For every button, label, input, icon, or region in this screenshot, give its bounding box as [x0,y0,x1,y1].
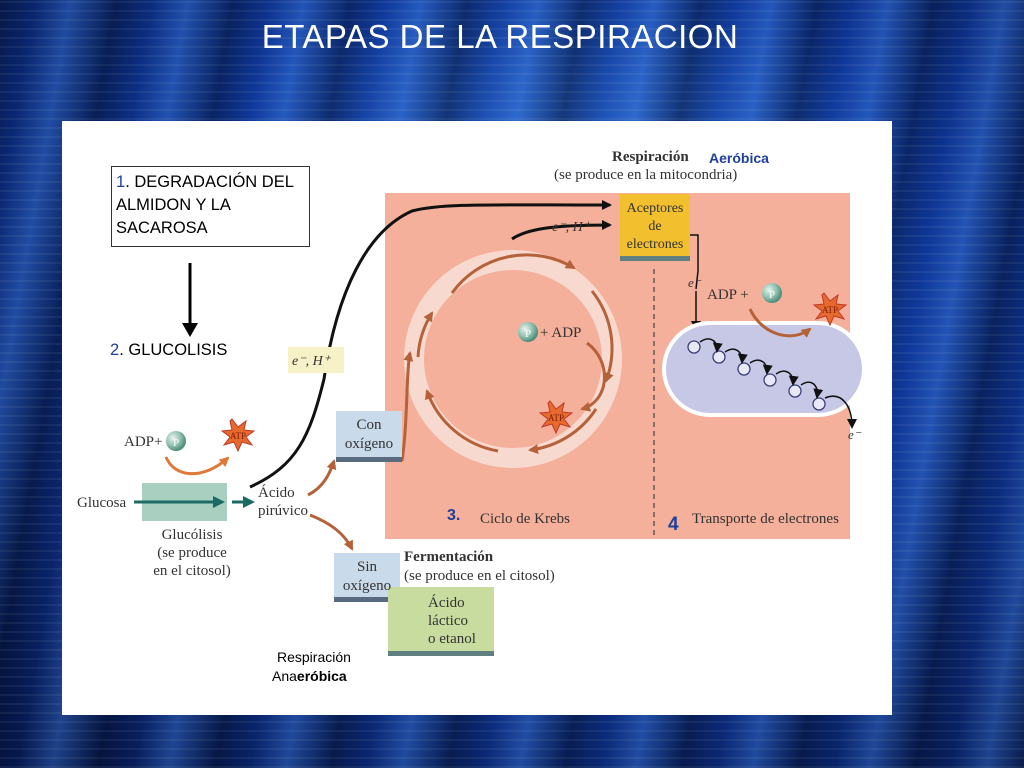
phosphate-ball-krebs [518,322,538,342]
aerobic-tag: Aeróbica [709,150,769,166]
krebs-label: Ciclo de Krebs [480,511,570,527]
krebs-p: P [525,328,531,340]
acceptor-label-3: electrones [627,237,684,252]
aerobic-subtitle: (se produce en la mitocondria) [554,167,737,183]
krebs-electron-label: e⁻, H⁺ [552,220,592,235]
etc-p: P [769,289,775,301]
electron-flow-arrow [249,199,612,489]
glycolysis-adp: ADP+ [124,434,162,450]
fermentation-product-3: o etanol [428,631,476,647]
krebs-arrow [590,290,614,383]
acceptor-label-2: de [648,219,661,234]
anaerobic-prefix: Ana [272,668,297,684]
oxygen-to-krebs-arrow [400,351,414,462]
pyruvic-label-1: Ácido [258,484,295,501]
electron-transport-chain [662,321,866,417]
krebs-arrow [450,253,576,294]
stage-arrow [182,263,198,337]
fermentation-product-2: láctico [428,613,468,629]
transport-number: 4 [668,514,679,535]
phosphate-ball-glycolysis [166,431,186,451]
stage-1-number: 1 [116,173,126,191]
electron-hops [699,338,857,429]
fermentation-product-box [388,587,494,651]
glycolysis-where-1: (se produce [157,545,227,561]
krebs-electron-arrow [511,220,612,241]
without-oxygen-label-1: Sin [357,559,378,575]
anaerobic-label-1: Respiración [277,649,351,665]
glycolysis-p: P [173,437,179,449]
atp-burst-etc [812,292,848,327]
atp-burst-glycolysis [220,418,256,453]
anaerobic-branch-arrow [309,513,354,551]
glucose-label: Glucosa [77,495,126,511]
transport-label: Transporte de electrones [692,511,839,527]
aerobic-title: Respiración [612,149,689,165]
phosphate-ball-etc [762,283,782,303]
electron-out-label: e⁻ [848,427,862,442]
krebs-arrow [528,408,598,455]
stage-1-box: 1. DEGRADACIÓN DEL ALMIDON Y LA SACAROSA [111,166,310,247]
glycolysis-name: Glucólisis [162,527,223,543]
acceptor-label-1: Aceptores [627,201,684,216]
stage-2-number: 2 [110,341,120,359]
respiration-diagram: Respiración (se produce en la mitocondri… [62,121,892,715]
krebs-arrow [424,389,499,453]
atp-burst-krebs [538,400,574,435]
with-oxygen-box [336,411,402,459]
without-oxygen-label-2: oxígeno [343,578,391,594]
pyruvic-label-2: pirúvico [258,503,308,519]
glycolysis-atp-arrow [164,456,230,476]
with-oxygen-label-1: Con [356,417,382,433]
electron-label: e⁻ [688,275,702,290]
fermentation-title: Fermentación [404,549,494,565]
stage-1-text: . DEGRADACIÓN DEL ALMIDON Y LA SACAROSA [116,173,294,237]
anaerobic-label: Respiración Anaeróbica [272,648,351,686]
diagram-canvas: Respiración (se produce en la mitocondri… [77,149,866,656]
krebs-number: 3. [447,507,461,524]
acceptor-box [620,194,690,258]
glycolysis-electron-label: e⁻, H⁺ [292,354,332,369]
with-oxygen-label-2: oxígeno [345,436,393,452]
krebs-atp-arrow [580,341,606,412]
krebs-atp: ATP [548,413,564,423]
fermentation-product-1: Ácido [428,594,465,611]
glycolysis-where-2: en el citosol) [153,563,230,579]
stage-2-text: . GLUCOLISIS [119,341,228,359]
etc-atp-arrow [748,308,812,338]
etc-atp: ATP [822,305,838,315]
stage-2-label: 2. GLUCOLISIS [110,341,227,360]
electron-carriers [687,340,826,411]
glycolysis-atp: ATP [230,431,246,441]
aerobic-branch-arrow [307,459,337,497]
etc-adp: ADP + [707,287,749,303]
krebs-arrow [416,311,434,358]
anaerobic-bold: eróbica [296,668,347,684]
krebs-adp: + ADP [540,325,581,341]
slide-title: ETAPAS DE LA RESPIRACION [261,18,739,55]
fermentation-subtitle: (se produce en el citosol) [404,568,555,584]
